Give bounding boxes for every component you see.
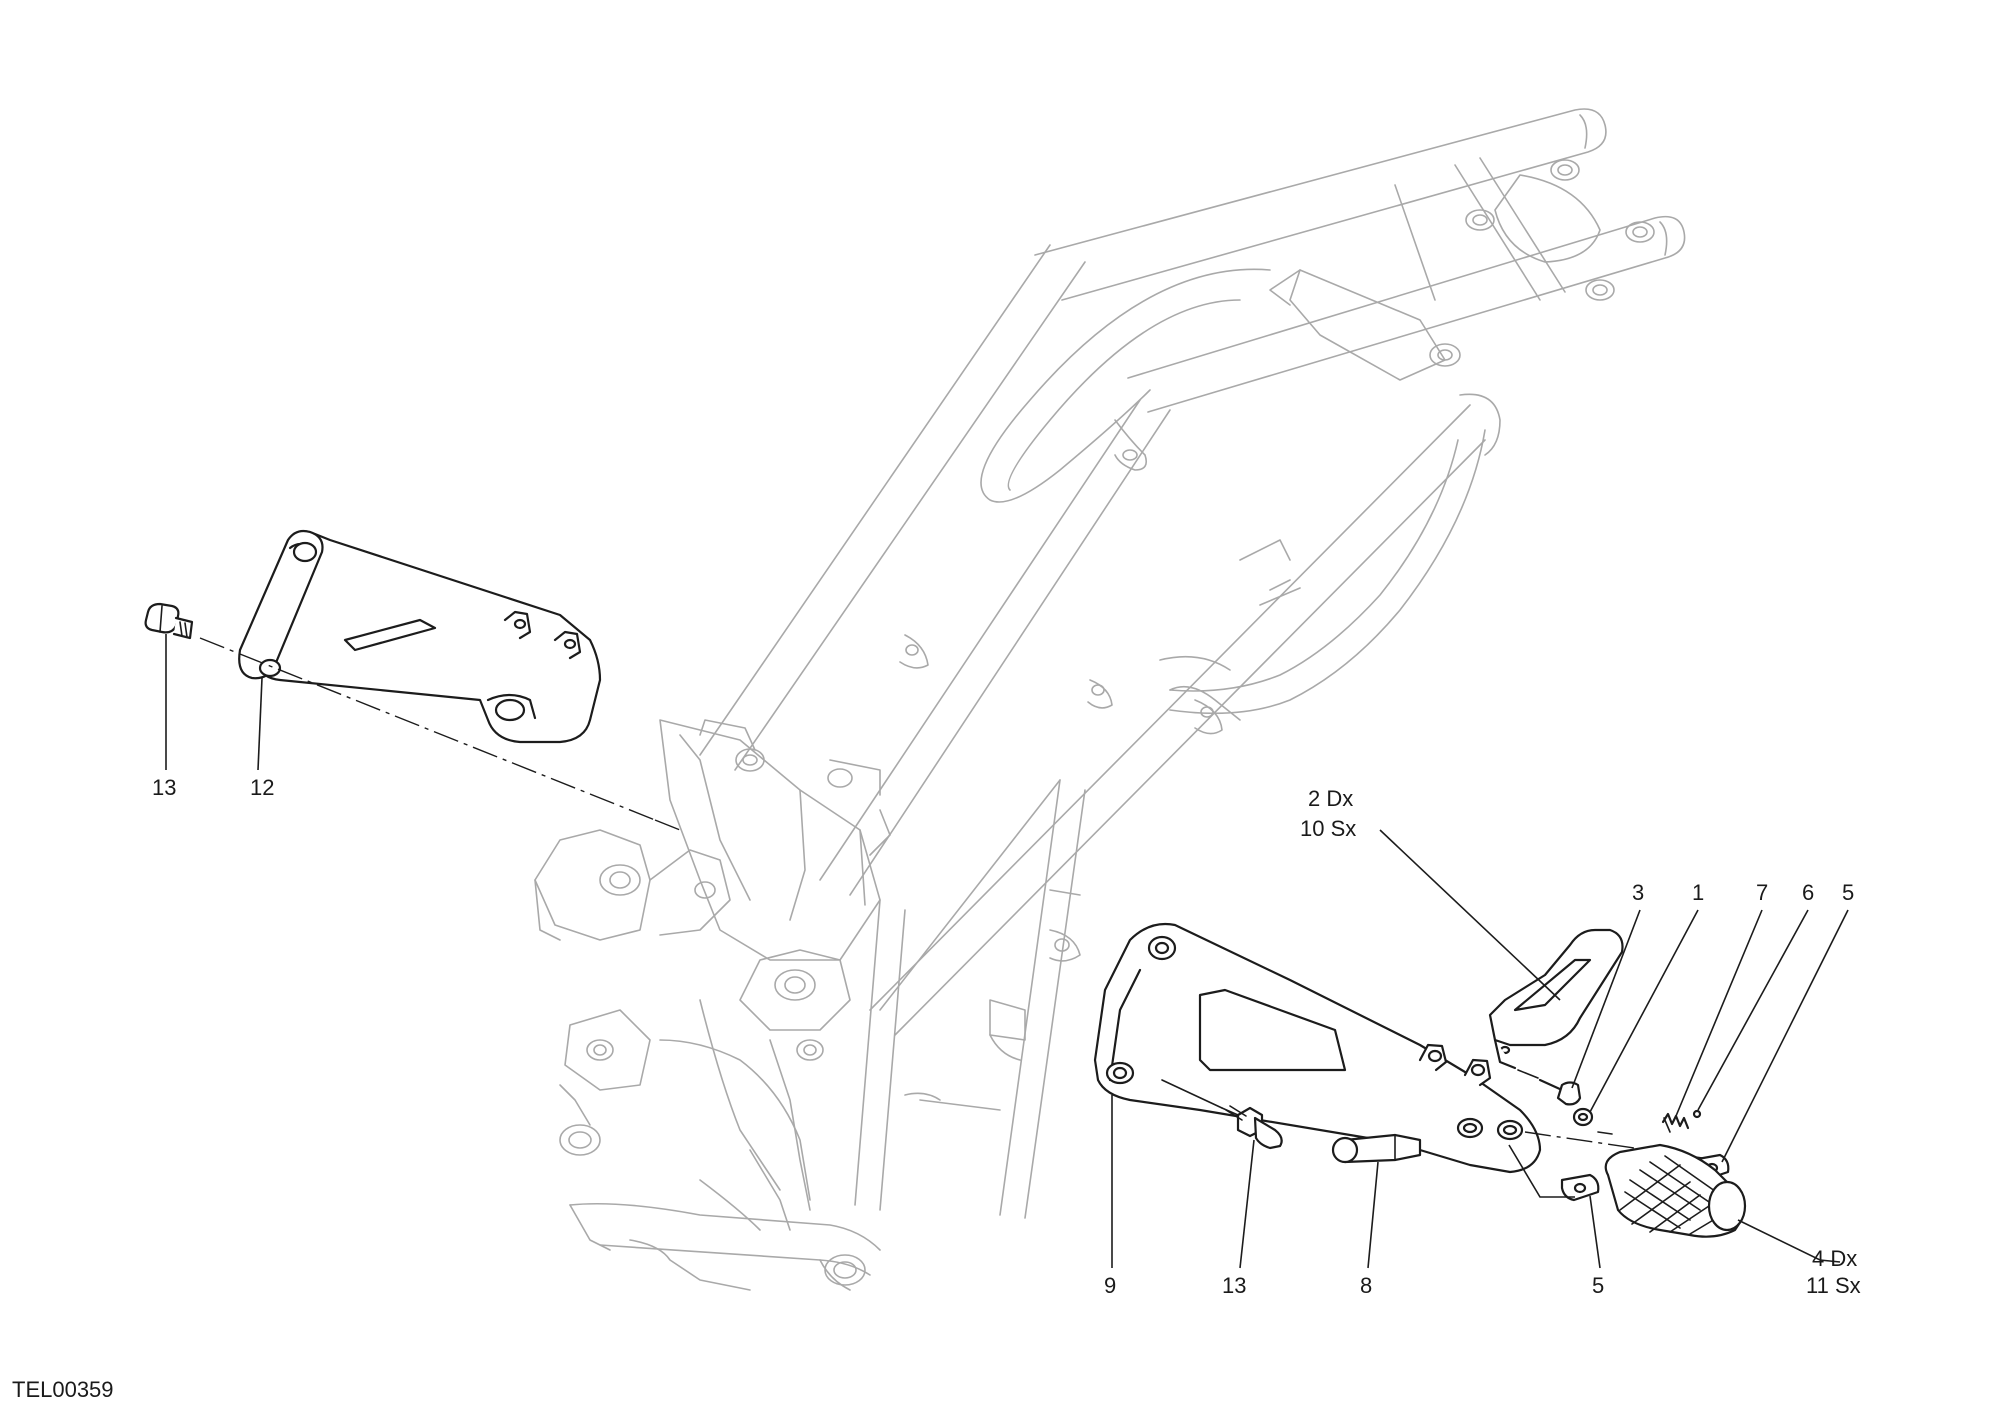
callout-1: 1 <box>1692 880 1704 905</box>
callout-10-sx: 10 Sx <box>1300 816 1356 841</box>
callout-13-left: 13 <box>152 775 176 800</box>
callout-7: 7 <box>1756 880 1768 905</box>
callout-4-dx: 4 Dx <box>1812 1246 1857 1271</box>
callout-2-dx: 2 Dx <box>1308 786 1353 811</box>
callout-3: 3 <box>1632 880 1644 905</box>
callout-labels: 13 12 2 Dx 10 Sx 3 1 7 6 5 9 13 8 5 4 Dx… <box>152 775 1861 1298</box>
callout-12: 12 <box>250 775 274 800</box>
left-footrest-bracket <box>144 529 681 831</box>
callout-5-top: 5 <box>1842 880 1854 905</box>
callout-13-right: 13 <box>1222 1273 1246 1298</box>
callout-5-bottom: 5 <box>1592 1273 1604 1298</box>
callout-8: 8 <box>1360 1273 1372 1298</box>
right-footrest-bracket <box>1093 829 1849 1269</box>
callout-6: 6 <box>1802 880 1814 905</box>
callout-9: 9 <box>1104 1273 1116 1298</box>
motorcycle-frame <box>534 108 1686 1291</box>
drawing-code: TEL00359 <box>12 1377 114 1402</box>
callout-11-sx: 11 Sx <box>1806 1273 1861 1298</box>
